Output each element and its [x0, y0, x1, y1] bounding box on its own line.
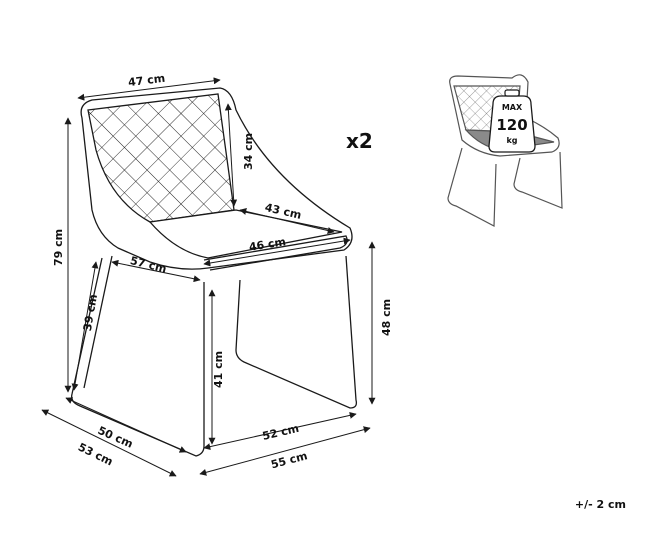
main-chair	[71, 87, 358, 457]
quantity-label: x2	[346, 129, 373, 153]
weight-icon	[488, 95, 536, 153]
badge-max: MAX	[502, 103, 523, 112]
dim-label-48: 48 cm	[380, 299, 393, 336]
dim-line-57	[111, 259, 201, 283]
badge-value: 120	[496, 116, 527, 134]
dim-label-46: 46 cm	[248, 235, 287, 254]
thumbnail-rear-leg	[447, 147, 497, 227]
badge-unit: kg	[506, 136, 517, 145]
dim-line-34	[224, 103, 238, 207]
dim-label-52: 52 cm	[261, 422, 300, 443]
dim-line-47	[77, 77, 221, 101]
dim-line-43	[239, 208, 335, 234]
dim-line-46	[203, 237, 351, 267]
dim-label-34: 34 cm	[242, 133, 255, 170]
tolerance-note: +/- 2 cm	[575, 498, 626, 511]
dim-line-39	[71, 261, 99, 391]
dimension-lines	[41, 77, 376, 477]
thumbnail-front-leg	[513, 151, 563, 209]
dim-line-55	[199, 426, 371, 476]
dim-line-53	[41, 409, 177, 477]
dim-label-55: 55 cm	[270, 449, 309, 471]
dim-label-53: 53 cm	[76, 441, 115, 469]
dim-label-50: 50 cm	[96, 424, 135, 451]
dim-label-39: 39 cm	[81, 293, 100, 332]
dim-label-41: 41 cm	[212, 351, 225, 388]
weight-icon-handle	[504, 89, 520, 97]
front-leg-frame	[235, 255, 358, 409]
dim-label-79: 79 cm	[52, 229, 65, 266]
max-load-badge: MAX 120 kg	[488, 89, 536, 153]
dim-label-47: 47 cm	[127, 72, 165, 89]
